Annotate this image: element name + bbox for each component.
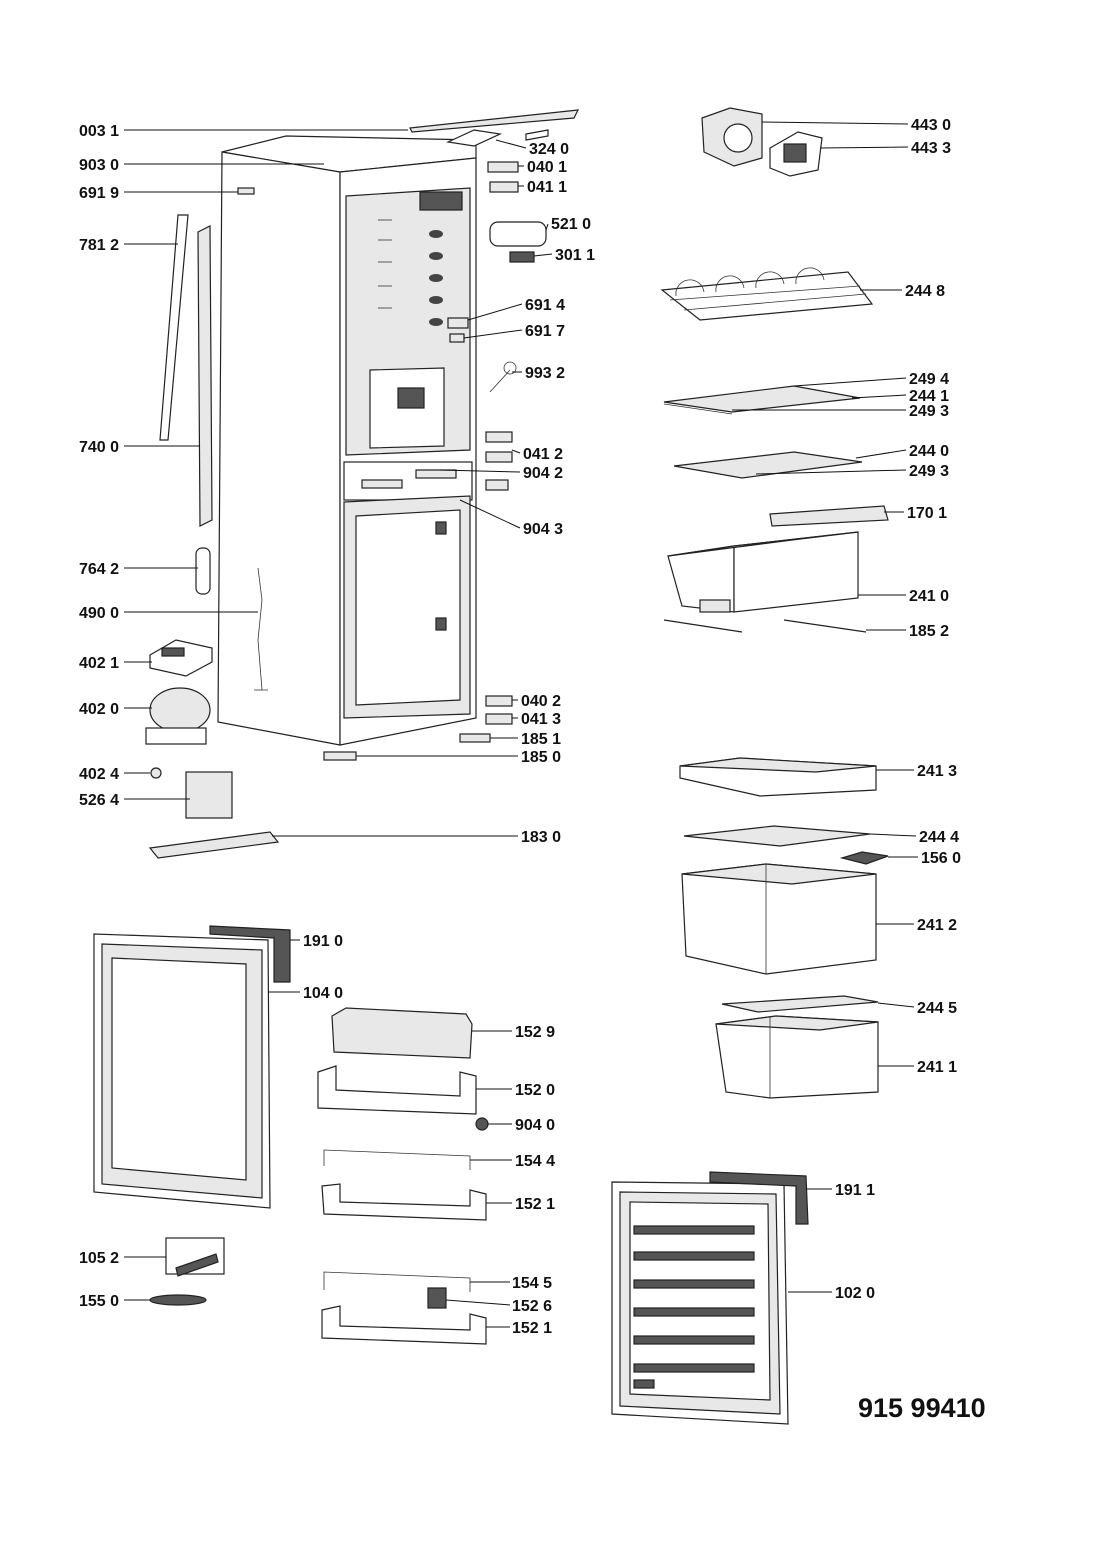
part-label: 402 0 <box>79 701 119 718</box>
part-label: 402 1 <box>79 655 119 672</box>
part-label: 152 1 <box>512 1320 552 1337</box>
part-label: 152 6 <box>512 1298 552 1315</box>
part-label: 244 8 <box>905 283 945 300</box>
part-label: 740 0 <box>79 439 119 456</box>
part-label: 152 1 <box>515 1196 555 1213</box>
part-label: 241 2 <box>917 917 957 934</box>
part-label: 105 2 <box>79 1250 119 1267</box>
part-label: 040 2 <box>521 693 561 710</box>
part-label: 185 0 <box>521 749 561 766</box>
part-labels: 003 1 903 0 691 9 781 2 740 0 764 2 490 … <box>79 117 961 1337</box>
part-label: 249 4 <box>909 371 949 388</box>
part-label: 526 4 <box>79 792 119 809</box>
part-label: 003 1 <box>79 123 119 140</box>
part-label: 443 0 <box>911 117 951 134</box>
part-label: 152 9 <box>515 1024 555 1041</box>
part-label: 904 2 <box>523 465 563 482</box>
top-parts <box>323 109 580 761</box>
part-label: 191 0 <box>303 933 343 950</box>
part-label: 904 0 <box>515 1117 555 1134</box>
part-label: 244 4 <box>919 829 959 846</box>
part-label: 244 5 <box>917 1000 957 1017</box>
freezer-drawers <box>679 757 889 1099</box>
part-label: 249 3 <box>909 463 949 480</box>
fridge-door <box>93 925 291 1209</box>
part-label: 521 0 <box>551 216 591 233</box>
part-label: 691 9 <box>79 185 119 202</box>
part-label: 781 2 <box>79 237 119 254</box>
freezer-door <box>611 1171 809 1425</box>
door-bins <box>149 1007 489 1345</box>
part-label: 443 3 <box>911 140 951 157</box>
part-label: 170 1 <box>907 505 947 522</box>
part-label: 244 0 <box>909 443 949 460</box>
cabinet-body <box>217 135 477 746</box>
part-label: 155 0 <box>79 1293 119 1310</box>
part-label: 041 3 <box>521 711 561 728</box>
part-label: 490 0 <box>79 605 119 622</box>
part-label: 903 0 <box>79 157 119 174</box>
part-label: 183 0 <box>521 829 561 846</box>
part-label: 152 0 <box>515 1082 555 1099</box>
document-number: 915 99410 <box>858 1393 986 1423</box>
part-label: 402 4 <box>79 766 119 783</box>
part-label: 241 1 <box>917 1059 957 1076</box>
part-label: 241 3 <box>917 763 957 780</box>
left-column-parts <box>145 187 280 859</box>
part-label: 691 4 <box>525 297 565 314</box>
part-label: 041 2 <box>523 446 563 463</box>
part-label: 191 1 <box>835 1182 875 1199</box>
part-label: 154 4 <box>515 1153 555 1170</box>
right-upper-parts <box>660 107 889 633</box>
part-label: 904 3 <box>523 521 563 538</box>
part-label: 301 1 <box>555 247 595 264</box>
part-label: 324 0 <box>529 141 569 158</box>
part-label: 156 0 <box>921 850 961 867</box>
part-label: 040 1 <box>527 159 567 176</box>
part-label: 249 3 <box>909 403 949 420</box>
part-label: 764 2 <box>79 561 119 578</box>
part-label: 102 0 <box>835 1285 875 1302</box>
leader-lines <box>124 121 918 1328</box>
part-label: 241 0 <box>909 588 949 605</box>
part-label: 691 7 <box>525 323 565 340</box>
part-label: 185 1 <box>521 731 561 748</box>
part-label: 993 2 <box>525 365 565 382</box>
part-label: 185 2 <box>909 623 949 640</box>
part-label: 041 1 <box>527 179 567 196</box>
part-label: 104 0 <box>303 985 343 1002</box>
part-label: 154 5 <box>512 1275 552 1292</box>
part-label: 244 1 <box>909 388 949 405</box>
